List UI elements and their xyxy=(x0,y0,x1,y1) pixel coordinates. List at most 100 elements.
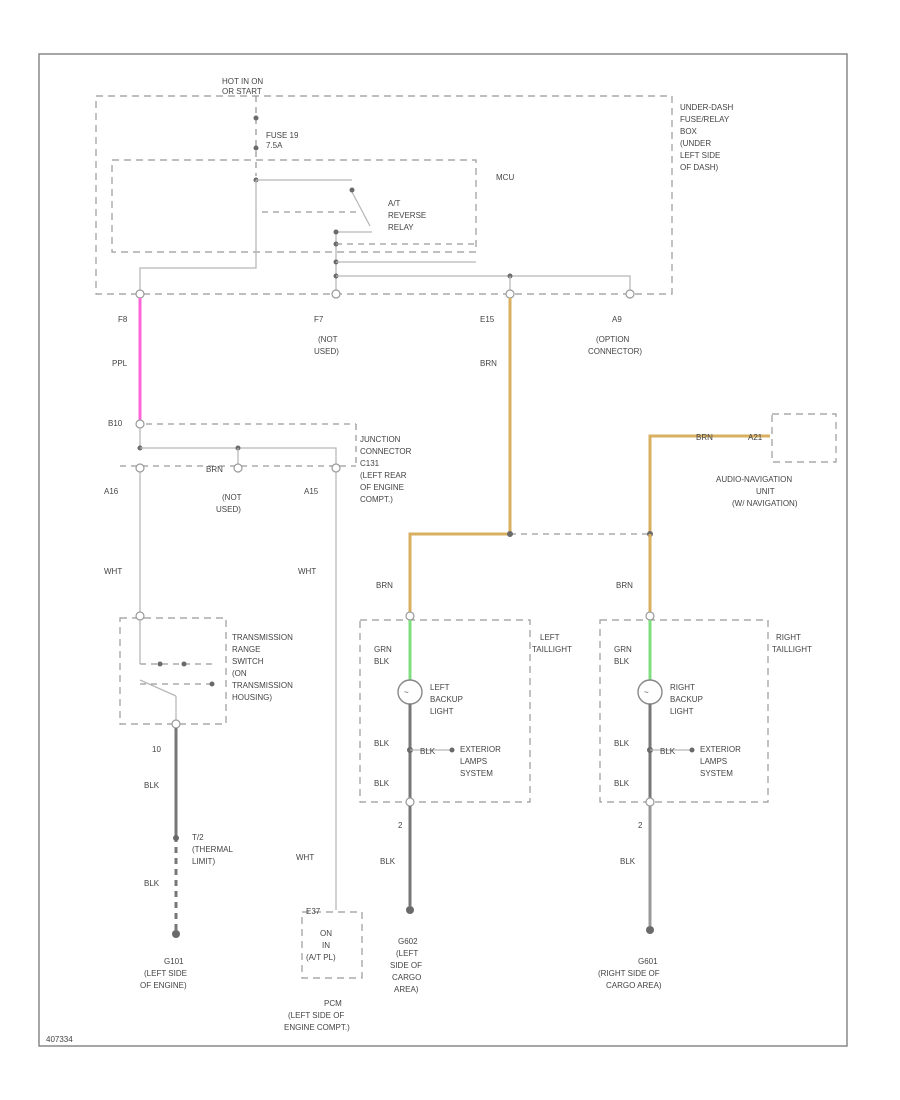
diagram-frame xyxy=(38,53,848,1047)
relay-label-3: RELAY xyxy=(388,223,414,232)
g601-label-1: G601 xyxy=(638,957,658,966)
jc-label-2: CONNECTOR xyxy=(360,447,412,456)
jc-label-6: COMPT.) xyxy=(360,495,393,504)
pin-f7 xyxy=(331,289,341,299)
pin-b10 xyxy=(135,419,145,429)
right-bulb-label-2: BACKUP xyxy=(670,695,703,704)
pin-e15 xyxy=(505,289,515,299)
right-ext-end xyxy=(689,747,695,753)
left-tail-label-1: LEFT xyxy=(540,633,560,642)
pcm-label-b3: ENGINE COMPT.) xyxy=(284,1023,350,1032)
jc-not-used-2: USED) xyxy=(216,505,241,514)
trs-thermal-node xyxy=(173,835,179,841)
left-bulb-label-2: BACKUP xyxy=(430,695,463,704)
split-node-center xyxy=(507,531,513,537)
brn-wire-label-center: BRN xyxy=(480,359,497,368)
pin-f7-label: F7 xyxy=(314,315,324,324)
trs-label-4: (ON xyxy=(232,669,247,678)
left-taillight-box xyxy=(359,619,531,803)
jc-label-1: JUNCTION xyxy=(360,435,401,444)
left-ext-label-1: EXTERIOR xyxy=(460,745,501,754)
right-taillight-box xyxy=(599,619,769,803)
pin-a16-label: A16 xyxy=(104,487,119,496)
g602-label-2: (LEFT xyxy=(396,949,418,958)
nav-label-1: AUDIO-NAVIGATION xyxy=(716,475,792,484)
left-blk-label-2: BLK xyxy=(374,739,390,748)
right-ext-label-2: LAMPS xyxy=(700,757,727,766)
ufb-label-1: UNDER-DASH xyxy=(680,103,734,112)
brn-label-right: BRN xyxy=(616,581,633,590)
relay-node-1 xyxy=(333,229,339,235)
trs-pin-top xyxy=(135,611,145,621)
g602-label-1: G602 xyxy=(398,937,418,946)
left-blk-label-1: BLK xyxy=(374,657,390,666)
fuse-label: FUSE 19 xyxy=(266,131,299,140)
g602-ground-point xyxy=(406,906,414,914)
brn-wire-left-branch xyxy=(408,532,510,612)
transmission-range-switch-box xyxy=(119,617,227,725)
left-blk-label-4: BLK xyxy=(374,779,390,788)
g601-label-2: (RIGHT SIDE OF xyxy=(598,969,660,978)
left-bulb-label-3: LIGHT xyxy=(430,707,454,716)
left-ext-label-2: LAMPS xyxy=(460,757,487,766)
right-blk-label-4: BLK xyxy=(614,779,630,788)
ufb-label-5: LEFT SIDE xyxy=(680,151,720,160)
g602-label-3: SIDE OF xyxy=(390,961,422,970)
pin-a9 xyxy=(625,289,635,299)
fuse-rating-label: 7.5A xyxy=(266,141,283,150)
g602-label-4: CARGO xyxy=(392,973,421,982)
right-blk-label-3: BLK xyxy=(660,747,676,756)
trs-thermal-2: (THERMAL xyxy=(192,845,233,854)
right-taillight-pin-top xyxy=(645,611,655,621)
g101-label-2: (LEFT SIDE xyxy=(144,969,187,978)
trs-label-6: HOUSING) xyxy=(232,693,272,702)
left-backup-bulb xyxy=(397,679,423,705)
left-bulb-mark: ~ xyxy=(404,688,409,697)
trs-thermal-1: T/2 xyxy=(192,833,204,842)
relay-switch-arm xyxy=(351,191,371,227)
fuse-node-top xyxy=(253,115,259,121)
trs-thermal-3: LIMIT) xyxy=(192,857,215,866)
left-blk-label-3: BLK xyxy=(420,747,436,756)
pcm-label-b2: (LEFT SIDE OF xyxy=(288,1011,344,1020)
trs-blk-label-2: BLK xyxy=(144,879,160,888)
not-used-label-1: (NOT xyxy=(318,335,338,344)
trs-label-3: SWITCH xyxy=(232,657,264,666)
left-tail-label-2: TAILLIGHT xyxy=(532,645,572,654)
right-blk-label-2: BLK xyxy=(614,739,630,748)
jc-label-5: OF ENGINE xyxy=(360,483,404,492)
or-start-label: OR START xyxy=(222,87,262,96)
g601-label-3: CARGO AREA) xyxy=(606,981,662,990)
g101-label: G101 xyxy=(164,957,184,966)
pin-a15-label: A15 xyxy=(304,487,319,496)
jc-not-used-1: (NOT xyxy=(222,493,242,502)
pcm-label-1: ON xyxy=(320,929,332,938)
ufb-label-2: FUSE/RELAY xyxy=(680,115,730,124)
right-bulb-label-3: LIGHT xyxy=(670,707,694,716)
relay-bus-2 xyxy=(336,275,631,292)
audio-navigation-unit-box xyxy=(771,413,837,463)
right-tail-label-2: TAILLIGHT xyxy=(772,645,812,654)
pcm-box xyxy=(301,911,363,979)
not-used-label-2: USED) xyxy=(314,347,339,356)
wht-wire-label-1: WHT xyxy=(104,567,122,576)
right-bulb-label-1: RIGHT xyxy=(670,683,695,692)
right-ext-label-3: SYSTEM xyxy=(700,769,733,778)
jc-brn-label: BRN xyxy=(206,465,223,474)
g601-ground-point xyxy=(646,926,654,934)
hot-in-on-label: HOT IN ON xyxy=(222,77,263,86)
nav-brn-label: BRN xyxy=(696,433,713,442)
pcm-wht-label: WHT xyxy=(296,853,314,862)
trs-contact-1 xyxy=(157,661,163,667)
pin-a15 xyxy=(331,463,341,473)
left-grn-label: GRN xyxy=(374,645,392,654)
pin-a9-label: A9 xyxy=(612,315,622,324)
wht-wire-label-2: WHT xyxy=(298,567,316,576)
left-taillight-pin-bottom xyxy=(405,797,415,807)
nav-pin-label: A21 xyxy=(748,433,763,442)
jc-label-3: C131 xyxy=(360,459,380,468)
nav-label-2: UNIT xyxy=(756,487,775,496)
left-blk-label-5: BLK xyxy=(380,857,396,866)
g101-ground-point xyxy=(172,930,180,938)
option-label-1: (OPTION xyxy=(596,335,630,344)
